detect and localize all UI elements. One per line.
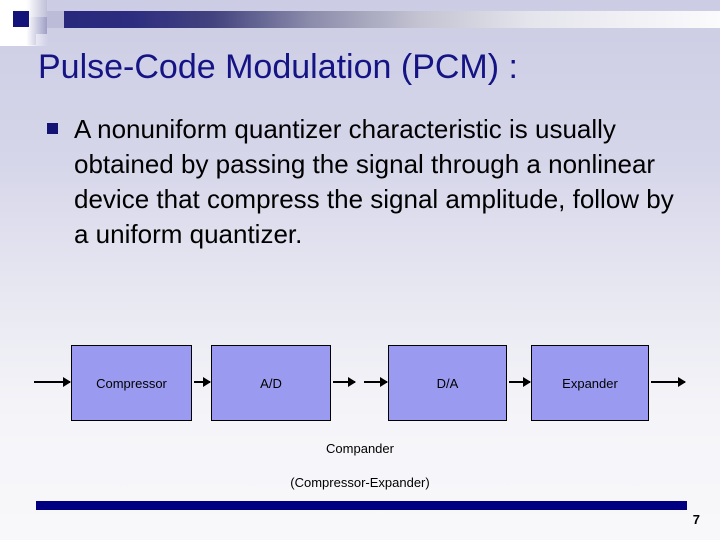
block-compressor: Compressor [71, 345, 192, 421]
diagram-caption-sub: (Compressor-Expander) [290, 475, 430, 490]
block-da-label: D/A [436, 375, 459, 391]
arrow-compressor-to-ad [194, 377, 211, 387]
arrow-input [34, 377, 71, 387]
deco-square-light-2 [47, 11, 64, 28]
arrow-output [651, 377, 686, 387]
block-expander-label: Expander [562, 375, 618, 391]
block-expander: Expander [531, 345, 649, 421]
bullet-text: A nonuniform quantizer characteristic is… [74, 114, 674, 249]
deco-square-navy [13, 11, 29, 27]
square-bullet-icon [47, 123, 58, 134]
footer-bar [36, 501, 687, 510]
list-item: A nonuniform quantizer characteristic is… [44, 112, 694, 252]
arrow-da-in [364, 377, 388, 387]
arrow-da-to-expander [509, 377, 531, 387]
block-diagram: Compressor A/D D/A Expander [0, 345, 720, 425]
arrow-ad-out [333, 377, 356, 387]
block-compressor-label: Compressor [96, 375, 167, 391]
block-ad: A/D [211, 345, 331, 421]
header-gradient-bar [36, 11, 720, 28]
slide-body: A nonuniform quantizer characteristic is… [44, 112, 694, 252]
diagram-caption-main: Compander [326, 441, 394, 456]
block-da: D/A [388, 345, 507, 421]
block-ad-label: A/D [260, 375, 282, 391]
page-title: Pulse-Code Modulation (PCM) : [38, 48, 518, 86]
page-number: 7 [692, 512, 700, 527]
slide-header-decoration [0, 0, 720, 46]
